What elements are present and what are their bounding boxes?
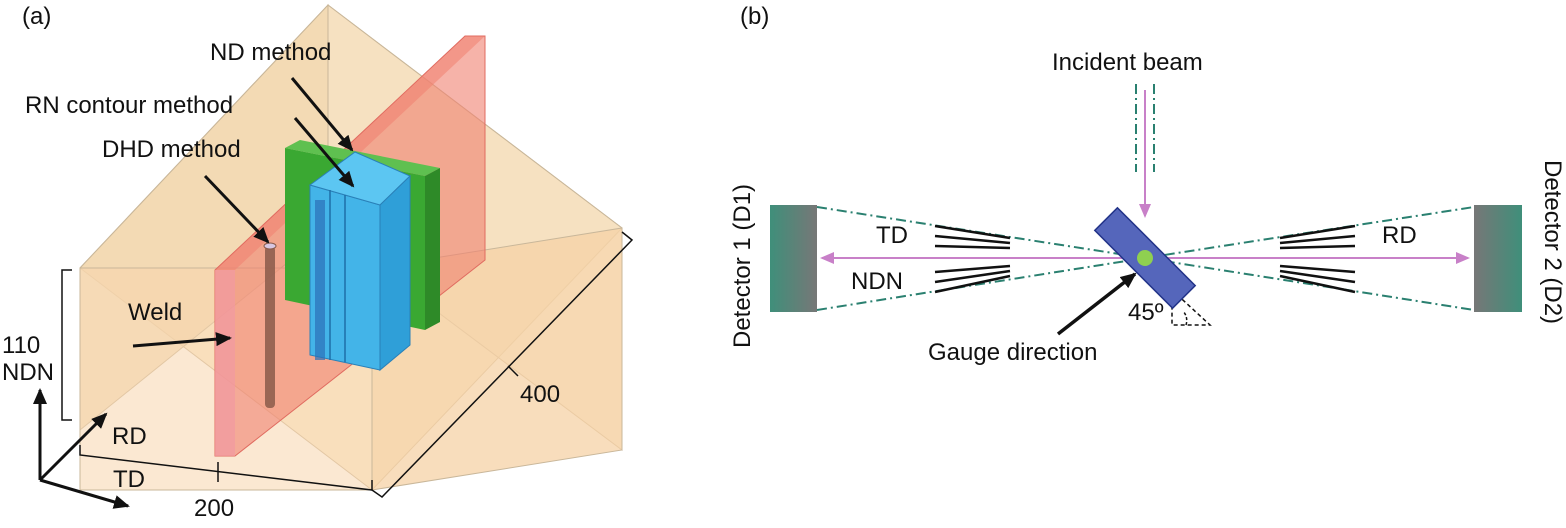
ray-left — [934, 244, 1011, 250]
rod-body — [265, 246, 275, 408]
td-axis-label: TD — [113, 466, 145, 493]
rd-axis-label: RD — [112, 423, 147, 450]
ray-right — [1279, 264, 1356, 274]
rn-contour-arrow — [293, 117, 355, 188]
incident-beam-label: Incident beam — [1052, 49, 1203, 76]
gauge-volume — [1137, 250, 1153, 266]
height-bracket — [61, 269, 72, 421]
incident-beam — [1135, 84, 1155, 218]
rd-axis-arrow — [38, 412, 108, 482]
ray-right — [1279, 224, 1356, 240]
ray-right — [1279, 269, 1356, 284]
ray-left — [934, 224, 1011, 240]
cone-left-bottom — [816, 257, 1146, 311]
ndn-label: NDN — [851, 268, 903, 295]
ray-right — [1279, 244, 1356, 250]
panel-a: (a) — [2, 3, 634, 522]
diffracted-rays-right — [1279, 224, 1356, 294]
ray-right — [1279, 274, 1356, 294]
panel-a-tag: (a) — [22, 3, 51, 30]
length-tick — [507, 365, 519, 377]
detector-2-label: Detector 2 (D2) — [1539, 160, 1566, 324]
dim-height-label: 110 — [2, 332, 40, 359]
cone-right-bottom — [1144, 257, 1475, 311]
panel-b-tag: (b) — [740, 3, 769, 30]
nd-method-label: ND method — [210, 39, 331, 66]
gauge-direction-arrow — [1056, 272, 1137, 336]
td-axis-arrow — [39, 478, 130, 509]
td-label: TD — [876, 222, 908, 249]
ray-right — [1279, 234, 1356, 245]
diffracted-rays-left — [934, 224, 1011, 294]
dhd-method-label: DHD method — [102, 136, 241, 163]
ray-left — [934, 264, 1011, 274]
coordinate-axes: RD TD — [33, 388, 147, 509]
panel-b: (b) Incident beam Detector 1 (D1) Detect… — [729, 3, 1566, 366]
rd-label: RD — [1382, 222, 1417, 249]
weld-label: Weld — [128, 299, 182, 326]
angle-arc — [1182, 310, 1188, 326]
green-plate-side — [425, 168, 440, 330]
ray-left — [934, 269, 1011, 284]
rn-contour-method-label: RN contour method — [25, 92, 233, 119]
dim-length-label: 400 — [520, 381, 560, 408]
length-bracket — [371, 231, 634, 498]
detector-2 — [1474, 205, 1522, 312]
gauge-direction-label: Gauge direction — [928, 339, 1097, 366]
width-bracket — [79, 445, 373, 491]
detector-1 — [770, 205, 817, 312]
rod-top — [263, 242, 277, 250]
dhd-method-arrow — [203, 174, 270, 244]
angle-label: 45º — [1128, 299, 1164, 326]
ray-left — [934, 234, 1011, 245]
dim-width-label: 200 — [194, 495, 234, 522]
blue-block-side — [379, 174, 411, 372]
blue-block-inner — [315, 200, 325, 360]
ndn-axis-label: NDN — [2, 359, 54, 386]
dhd-rod — [263, 242, 277, 408]
nd-method-arrow — [290, 77, 354, 152]
detector-1-label: Detector 1 (D1) — [729, 184, 756, 348]
ray-left — [934, 274, 1011, 294]
rn-contour-specimen — [308, 151, 411, 372]
weld-arrow — [132, 332, 232, 348]
weld-plane-front — [215, 270, 235, 456]
